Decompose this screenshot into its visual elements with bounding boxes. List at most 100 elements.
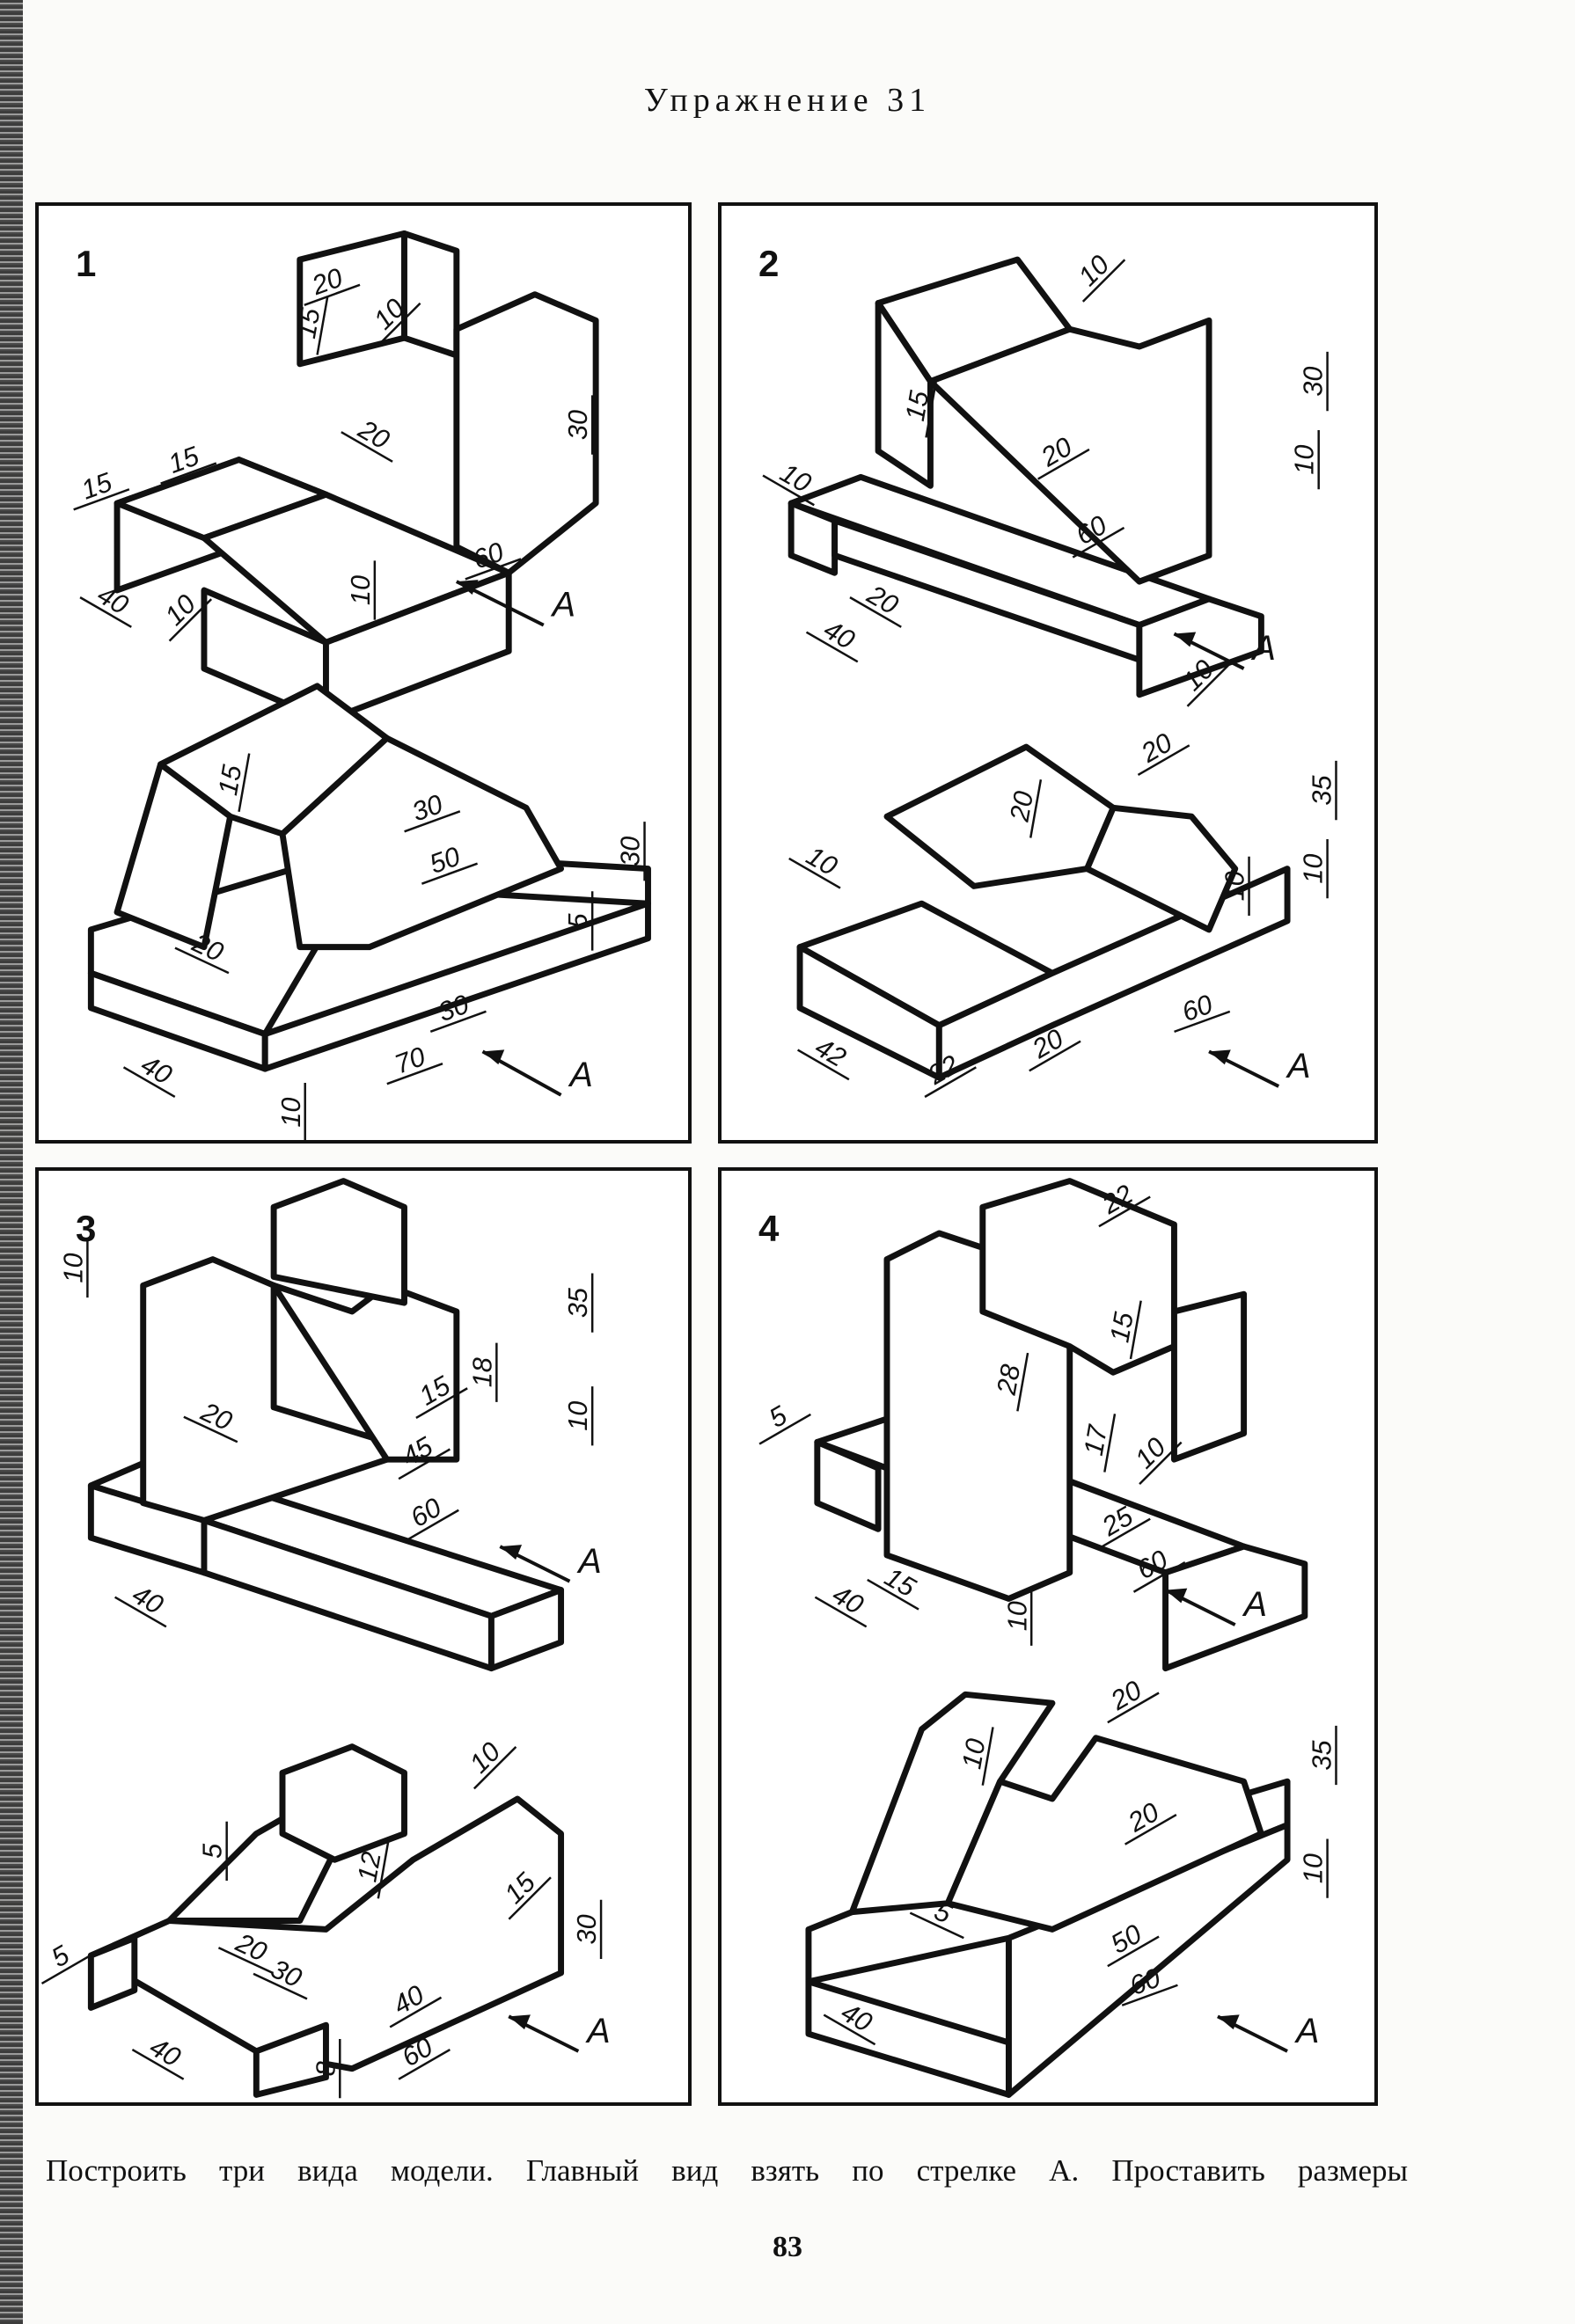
dimension-value: 10 [159,589,201,632]
dimension-label: 40 [823,1997,877,2046]
dimension-value: 10 [956,1736,991,1771]
dimension-label: 40 [131,2032,186,2080]
dimension-label: 10 [788,841,842,889]
dimension-value: 10 [563,1401,593,1431]
dimension-value: 10 [1002,1601,1032,1631]
dimension-label: 15 [73,467,130,511]
dimension-label: 10 [1220,856,1250,917]
page-number: 83 [773,2231,802,2263]
dimension-value: 10 [346,575,376,605]
dimension-label: 60 [1121,1962,1178,2006]
dimension-label: 10 [1073,250,1126,303]
dimension-value: 10 [1299,1853,1329,1883]
dimension-line [253,1972,308,2000]
dimension-label: 10 [368,293,421,347]
dimension-line [1107,1935,1160,1968]
dimension-line [1129,1300,1142,1360]
dimension-value: 40 [127,1579,168,1619]
dimension-label: 10 [563,1386,594,1446]
svg-text:A: A [1242,1585,1267,1624]
dimension-value: 10 [775,457,817,498]
dimension-line [183,1415,238,1443]
dimension-label: 10 [1299,1838,1329,1898]
dimension-label: 5 [909,1896,964,1940]
dimension-value: 10 [1299,854,1329,884]
dimension-label: 40 [388,1980,443,2028]
dimension-line [217,1947,273,1974]
dimension-label: 35 [563,1273,594,1333]
dimension-label: 15 [1104,1300,1142,1360]
dimension-line [377,302,421,347]
dimension-value: 20 [1036,432,1077,473]
dimension-value: 35 [1308,1740,1337,1771]
dimension-line [1124,1813,1177,1845]
isometric-model-bottom [87,683,651,1072]
dimension-label: 22 [922,1049,977,1099]
dimension-line [849,596,902,628]
dimension-line [1072,526,1125,559]
svg-text:A: A [1250,629,1275,668]
dimension-line [1139,1441,1183,1486]
dimension-value: 60 [1178,990,1217,1028]
dimension-label: 35 [1308,760,1337,821]
dimension-line [788,857,841,889]
dimension-value: 50 [1106,1918,1147,1959]
dimension-line [925,378,938,438]
dimension-value: 20 [196,1397,237,1437]
panel-drawing [87,1178,565,2098]
isometric-model-top [814,1178,1308,1672]
dimension-label: 15 [414,1370,468,1419]
dimension-label: 15 [867,1562,921,1611]
exercise-title: Упражнение 31 [643,82,932,119]
dimension-label: 20 [183,1397,238,1443]
dimension-value: 30 [616,837,646,866]
dimension-value: 28 [992,1363,1027,1398]
dimension-line [304,283,361,306]
dimension-label: 15 [499,1867,552,1920]
dimension-label: 10 [762,457,817,507]
dimension-value: 40 [136,1049,177,1090]
dimension-line [168,598,213,642]
dimension-value: 60 [1071,510,1112,551]
dimension-label: 42 [797,1032,851,1081]
dimension-line [1174,1010,1231,1034]
dimension-label: 17 [1079,1414,1117,1473]
dimension-value: 60 [1132,1545,1173,1585]
isometric-model-bottom [805,1691,1291,2098]
dimension-line [398,1448,451,1480]
dimension-label: 30 [1299,351,1329,412]
isometric-model-bottom [87,1743,565,2098]
dimension-value: 5 [47,1940,76,1973]
dimension-label: 30 [616,822,646,881]
dimension-value: 10 [1220,871,1250,901]
dimension-value: 10 [1177,654,1220,697]
dimension-label: 60 [1132,1545,1186,1593]
dimension-value: 60 [406,1493,447,1533]
dimension-value: 30 [1299,367,1329,397]
dimension-value: 30 [267,1954,306,1993]
dimension-value: 20 [1004,789,1039,824]
exercise-instruction-caption: Построить три вида модели. Главный вид в… [46,2153,1408,2188]
dimension-label: 15 [160,441,217,485]
dimension-label: 5 [563,891,594,951]
dimension-label: 10 [1130,1432,1183,1486]
view-arrow-a-top: A [499,1542,602,1583]
dimension-line [1132,1561,1186,1593]
view-arrow-a-bottom: A [1217,2012,1319,2053]
dimension-label: 20 [1004,779,1043,838]
dimension-line [1107,1692,1160,1724]
dimension-label: 10 [159,589,213,642]
dimension-label: 40 [814,1579,868,1628]
isometric-model-top [114,230,599,724]
dimension-value: 10 [58,1253,88,1283]
panel-number: 2 [758,243,780,284]
svg-text:A: A [551,586,575,625]
dimension-value: 22 [1096,1179,1138,1220]
dimension-label: 20 [341,413,394,463]
panel-number: 4 [758,1208,780,1249]
dimension-value: 40 [388,1980,429,2021]
